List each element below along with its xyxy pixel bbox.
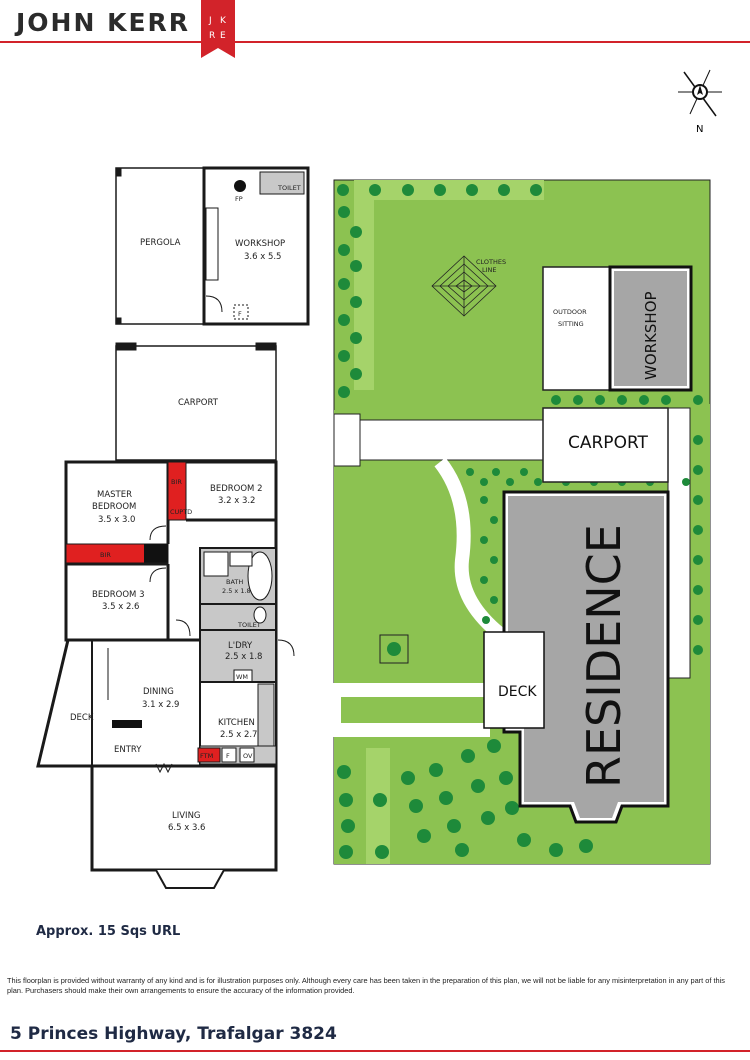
room-dims-kitchen: 2.5 x 2.7	[220, 730, 257, 740]
site-workshop-label: WORKSHOP	[642, 291, 660, 380]
room-label-bath: BATH	[226, 578, 243, 586]
room-dims-bedroom-2: 3.2 x 3.2	[218, 496, 255, 506]
room-dims-bath: 2.5 x 1.8	[222, 587, 251, 595]
room-label-toilet: TOILET	[237, 621, 261, 629]
disclaimer: This floorplan is provided without warra…	[7, 976, 725, 995]
room-label-living: LIVING	[172, 811, 201, 821]
floor-plan: PERGOLA WORKSHOP 3.6 x 5.5 FP TOILET F C…	[36, 166, 310, 889]
property-address: 5 Princes Highway, Trafalgar 3824	[10, 1024, 337, 1044]
room-label-bedroom: BEDROOM	[92, 502, 136, 512]
svg-text:R: R	[209, 31, 215, 41]
room-label-carport: CARPORT	[178, 398, 219, 408]
toilet-label-upper: TOILET	[277, 184, 301, 192]
room-dims-dining: 3.1 x 2.9	[142, 700, 179, 710]
header-divider	[0, 41, 750, 43]
fridge-label-upper: F	[238, 310, 242, 318]
outdoor-sitting-label-1: OUTDOOR	[553, 308, 587, 316]
room-label-bedroom-2: BEDROOM 2	[210, 484, 262, 494]
room-label-deck: DECK	[70, 713, 94, 723]
area-text: Approx. 15 Sqs URL	[36, 924, 181, 939]
site-deck-label: DECK	[498, 684, 537, 700]
room-label-pergola: PERGOLA	[140, 238, 181, 248]
room-dims-laundry: 2.5 x 1.8	[225, 652, 262, 662]
outdoor-sitting-label-2: SITTING	[558, 320, 584, 328]
clothes-line-label-1: CLOTHES	[476, 258, 506, 266]
room-label-dining: DINING	[143, 687, 174, 697]
bir-label-long: BIR	[100, 551, 111, 559]
svg-text:K: K	[220, 16, 227, 26]
north-label: N	[696, 124, 703, 135]
compass-icon: N	[678, 69, 722, 135]
site-plan: CLOTHES LINE OUTDOOR SITTING WORKSHOP CA…	[330, 179, 711, 865]
room-label-entry: ENTRY	[114, 745, 142, 755]
cupboard-label: CUPTD	[170, 508, 192, 516]
fireplace-label: FP	[235, 195, 243, 203]
room-dims-master: 3.5 x 3.0	[98, 515, 135, 525]
room-label-master: MASTER	[97, 490, 132, 500]
brand-logo: J K R E	[201, 0, 235, 58]
fridge-label-kitchen: F	[226, 752, 230, 760]
room-label-workshop: WORKSHOP	[235, 239, 285, 249]
svg-text:E: E	[220, 31, 226, 41]
bir-label-small: BIR	[171, 478, 182, 486]
ftm-label: FTM	[200, 752, 213, 760]
room-label-kitchen: KITCHEN	[218, 718, 255, 728]
room-label-laundry: L'DRY	[228, 641, 253, 651]
footer-divider	[0, 1050, 750, 1052]
site-carport-label: CARPORT	[568, 433, 649, 453]
room-dims-living: 6.5 x 3.6	[168, 823, 205, 833]
room-label-bedroom-3: BEDROOM 3	[92, 590, 144, 600]
oven-label: OV	[243, 752, 253, 760]
room-dims-workshop: 3.6 x 5.5	[244, 252, 281, 262]
svg-text:J: J	[208, 16, 212, 26]
clothes-line-label-2: LINE	[482, 266, 497, 274]
brand-name: JOHN KERR	[16, 8, 191, 37]
residence-label: RESIDENCE	[577, 524, 631, 788]
washing-machine-label: WM	[236, 673, 248, 681]
room-dims-bedroom-3: 3.5 x 2.6	[102, 602, 139, 612]
